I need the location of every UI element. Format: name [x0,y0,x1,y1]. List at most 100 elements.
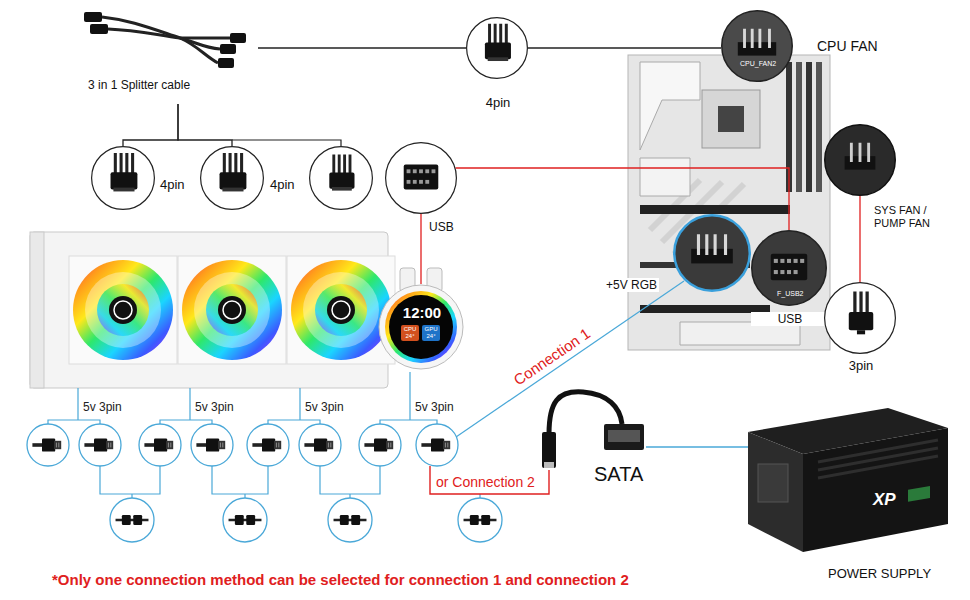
motherboard-part [718,106,744,132]
header-callout: USB [751,230,829,330]
connector-label: 5v 3pin [415,400,454,414]
connection-label: or Connection 2 [436,474,535,491]
rgb-fan-part [206,284,258,336]
connector-circle-part [111,153,138,191]
header-circle-part [771,254,807,280]
brand-logo: XP [873,490,896,510]
rgb-fan-part [73,260,173,360]
inline-connector-callout-part [110,498,154,542]
connector-circle [385,142,457,214]
connector-circle [466,17,528,79]
motherboard-part [640,158,690,196]
pin-label: 4pin [160,177,185,193]
rgb-plug-callout-part [299,424,341,466]
inline-connector-callout-part [229,515,262,525]
connector-label-holder: 5v 3pin [195,400,234,414]
power-supply: POWER SUPPLY [748,402,953,584]
brand-logo-holder: XP [873,490,896,510]
connector-circle-part [849,291,873,334]
note: *Only one connection method can be selec… [52,571,629,589]
pump-screen-part [385,291,457,363]
rgb-fan-part [303,272,379,348]
connection-label-holder: or Connection 2 [436,474,535,491]
rgb-fan-part [315,284,367,336]
inline-connector-callout-part [464,515,497,525]
connection-label: Connection 1 [502,319,603,396]
header-circle-part [825,125,896,196]
splitter-cable-picture-part [90,24,108,34]
header-circle-part [691,234,733,263]
power-supply-picture-part [803,428,948,552]
port-label: USB [429,220,454,234]
motherboard [628,55,830,350]
connector-callout: 4pin [200,146,310,210]
connector-circle [91,146,155,210]
radiator [30,232,395,388]
pump-screen [378,284,464,370]
connector-circle-part [485,24,511,61]
rgb-bracket [48,281,684,498]
connector-callout: 4pin [91,146,201,210]
sata-cable: SATA [528,362,646,488]
fan-plug-callout-part [232,140,341,146]
connector-label-holder: 5v 3pin [415,400,454,414]
connector-line [528,47,721,48]
power-supply-picture [748,402,953,554]
inline-connector-callout-part [116,515,149,525]
header-name: F_USB2 [777,290,803,298]
note-holder: *Only one connection method can be selec… [52,571,629,589]
pin-label: 4pin [270,177,295,193]
header-callout: CPU FAN [721,10,891,84]
splitter-cable-picture-part [108,29,180,38]
rgb-fan-part [182,260,282,360]
rgb-plug-callout-part [252,438,281,451]
rgb-fan-part [194,272,270,348]
motherboard-part [702,90,760,148]
rgb-plug-callout-part [139,424,181,466]
rgb-bracket-part [380,372,437,424]
inline-connector-callout [110,498,502,542]
power-supply-picture-part [748,432,803,552]
header-label: CPU FAN [817,38,878,55]
part-label: 3 in 1 Splitter cable [88,78,190,92]
connector-line [859,196,860,282]
rgb-fan-part [97,284,149,336]
sata-cable-picture-part [542,432,556,468]
rgb-plug-callout-part [364,438,393,451]
rgb-plug-callout-part [144,438,173,451]
rgb-plug-callout-part [79,424,121,466]
power-supply-picture-part [758,464,788,502]
header-circle-part [674,215,750,291]
connector-circle [824,282,896,354]
rgb-fan-part [218,296,246,324]
rgb-fan [291,260,391,360]
header-circle [673,214,751,292]
connector-label: 5v 3pin [305,400,344,414]
rgb-bracket-part [100,466,160,498]
connector-circle-part [201,147,264,210]
connector-line [178,104,232,146]
connector-circle-part [92,147,155,210]
splitter-cable-picture-part [220,44,236,54]
rgb-bracket-part [320,466,380,498]
connector-label: 5v 3pin [195,400,234,414]
splitter-cable-picture-part [102,17,180,38]
connector-line [456,168,790,230]
connector-label-holder: 5v 3pin [305,400,344,414]
sata-cable-picture-part [608,430,640,442]
header-name-holder: F_USB2 [777,290,803,298]
rgb-bracket-part [456,281,684,437]
header-callout: SYS FAN / PUMP FAN [824,124,946,233]
pin-label: 4pin [466,95,530,111]
rgb-plug-callout-part [416,424,458,466]
radiator-part [178,256,286,364]
splitter-cable-picture [80,8,258,74]
header-label: +5V RGB [604,278,659,292]
splitter-cable-picture-part [230,33,246,43]
rgb-fan-part [291,260,391,360]
pin-label: 3pin [824,358,898,374]
connector-circle-part [386,143,457,214]
connector-line [123,104,178,146]
inline-connector-callout-part [223,498,267,542]
connector-circle-part [404,165,439,190]
